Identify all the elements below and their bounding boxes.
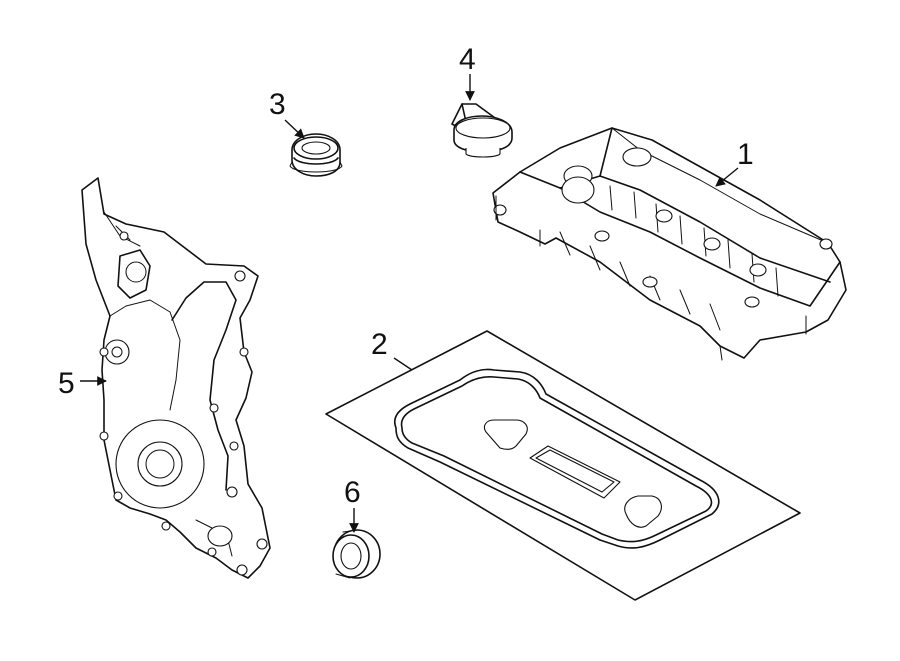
gasket-part — [325, 330, 801, 601]
seal-part — [332, 529, 381, 579]
callout-3: 3 — [269, 88, 286, 121]
callout-4: 4 — [459, 43, 476, 76]
callout-6: 6 — [344, 476, 361, 509]
grommet-part — [289, 133, 343, 177]
valve-cover-part — [492, 127, 847, 361]
leader-2 — [393, 357, 413, 371]
callout-5: 5 — [58, 367, 75, 400]
front-cover-part — [81, 177, 271, 579]
callout-2: 2 — [371, 328, 388, 361]
leader-lines — [80, 74, 739, 533]
callout-1: 1 — [737, 138, 754, 171]
oil-cap-part — [451, 103, 513, 158]
leader-3 — [284, 119, 305, 139]
leader-1 — [715, 167, 739, 187]
